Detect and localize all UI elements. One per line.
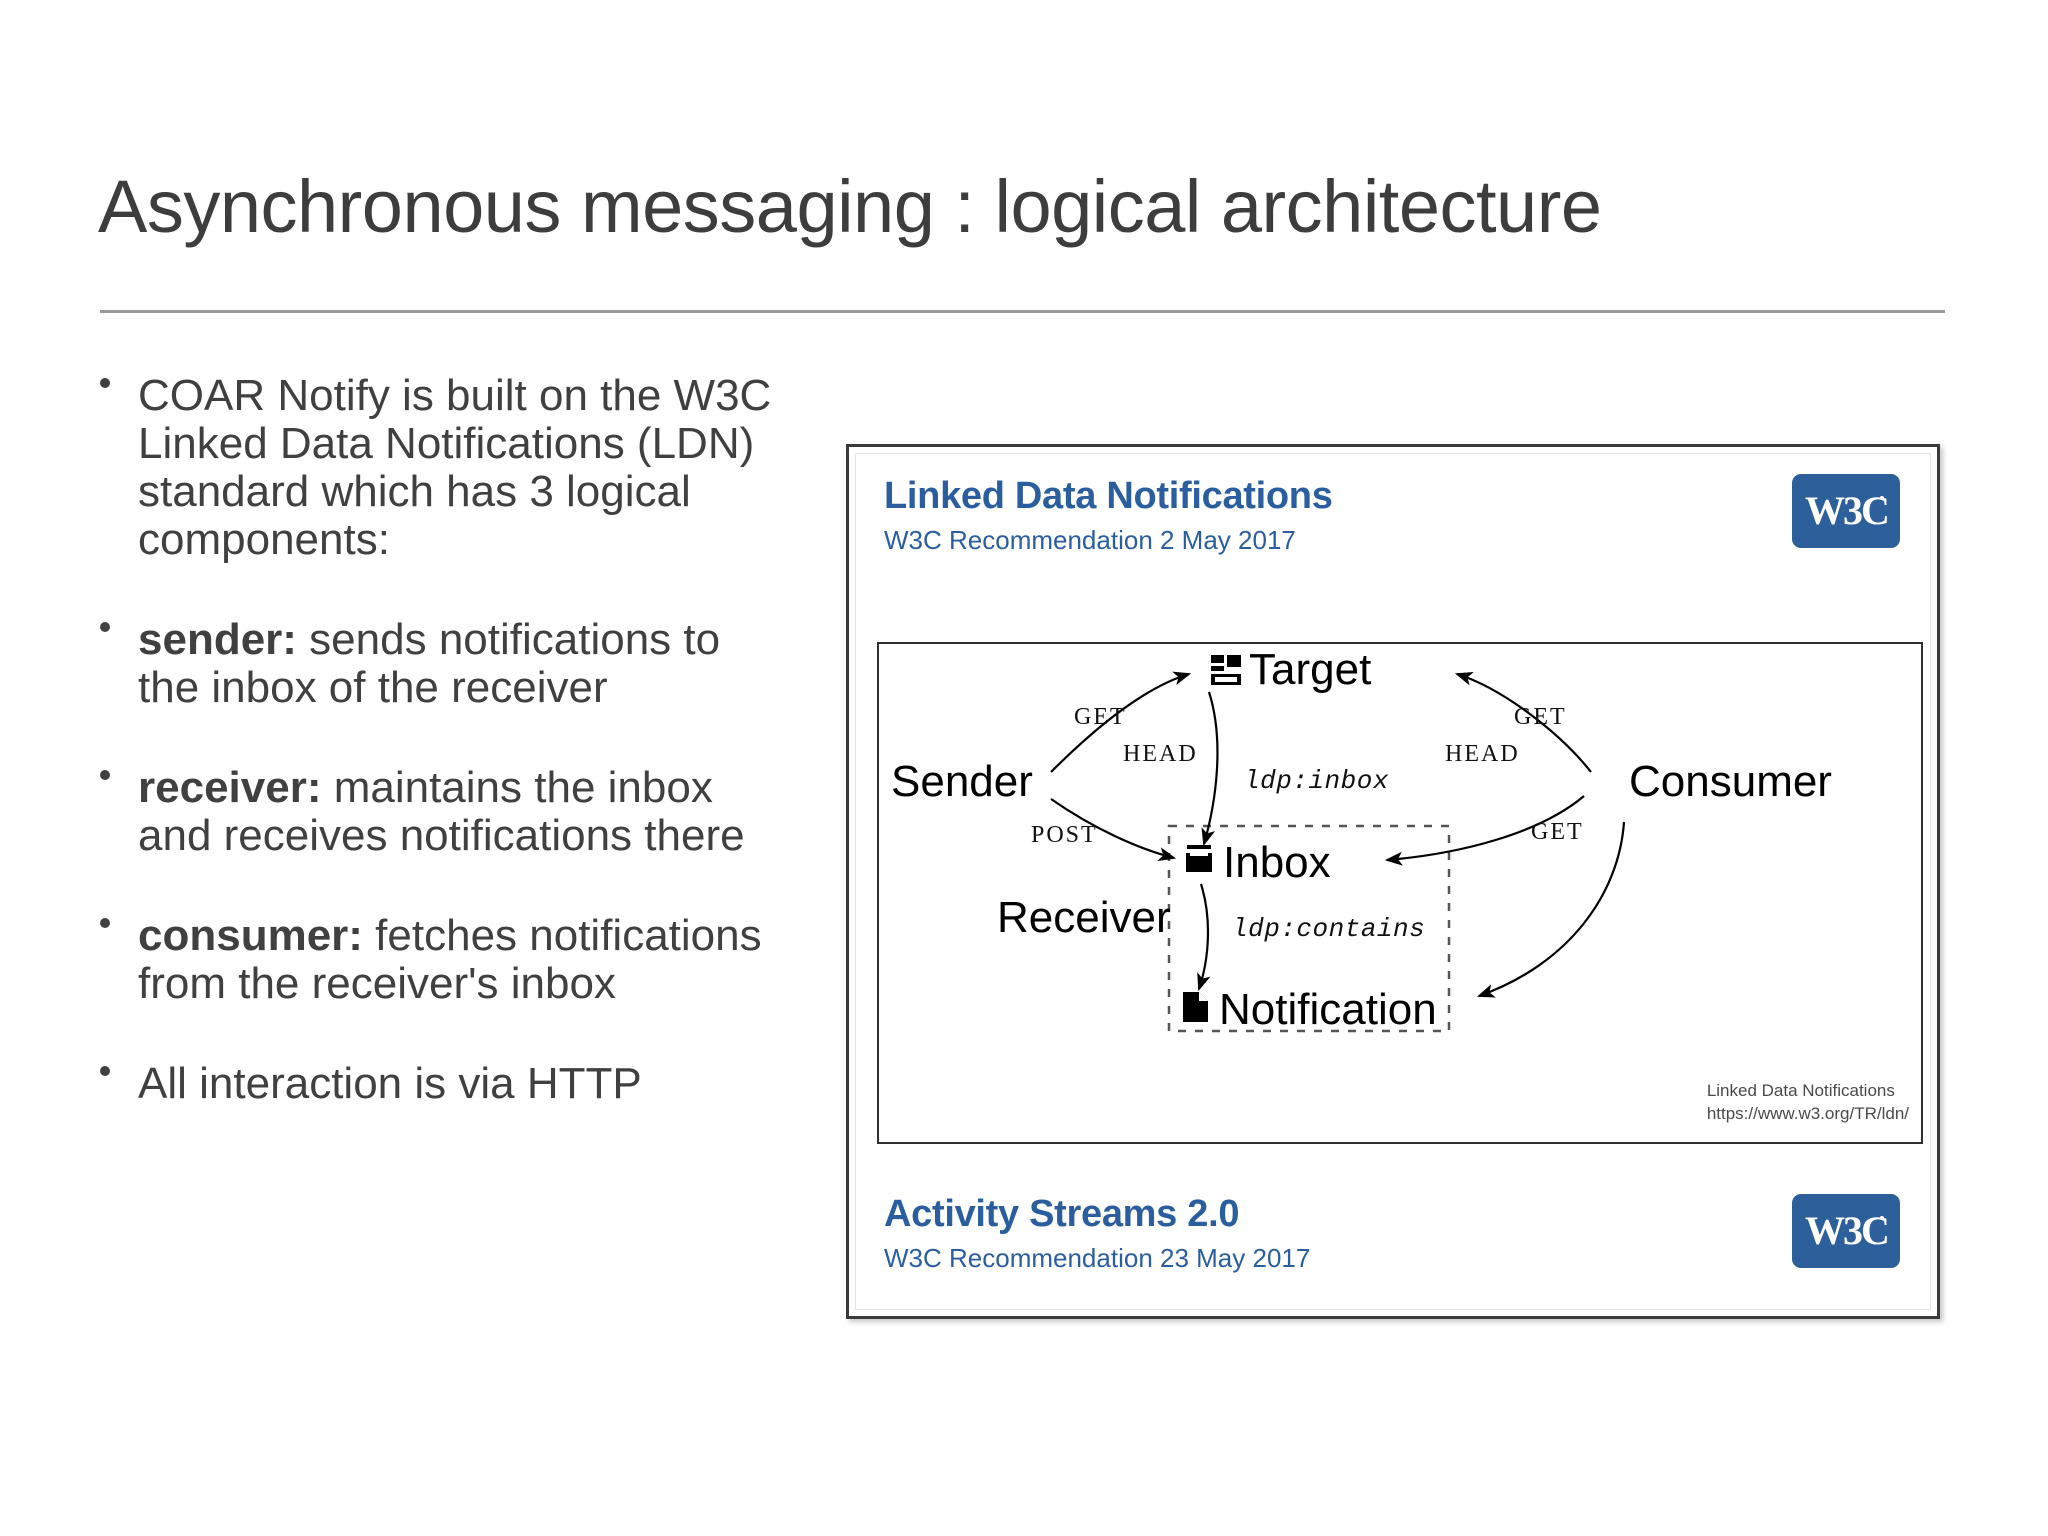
bullet-list: COAR Notify is built on the W3C Linked D… (90, 372, 790, 1107)
bullet-dot-icon (100, 769, 110, 780)
spec-subtitle: W3C Recommendation 2 May 2017 (884, 524, 1296, 555)
edge-inbox-notification (1197, 883, 1211, 992)
ldn-architecture-diagram: Target Sender Consumer Inbox Receiver (877, 642, 1923, 1144)
list-item-term: consumer: (138, 910, 363, 960)
edge-consumer-target (1454, 671, 1592, 773)
w3c-logo-icon: W3C (1792, 474, 1900, 548)
list-item: sender: sends notifications to the inbox… (90, 614, 790, 712)
attribution-url: https://www.w3.org/TR/ldn/ (1706, 1104, 1909, 1124)
node-inbox-label: Inbox (1223, 838, 1331, 887)
list-item: COAR Notify is built on the W3C Linked D… (90, 372, 790, 564)
edge-label-consumer-head: HEAD (1445, 741, 1520, 767)
edge-consumer-inbox (1384, 795, 1585, 866)
node-notification-label: Notification (1219, 985, 1437, 1034)
list-item-text: sender: sends notifications to the inbox… (138, 614, 721, 712)
attribution-title: Linked Data Notifications (1706, 1081, 1895, 1101)
list-item-text: All interaction is via HTTP (138, 1058, 642, 1108)
target-document-icon (1210, 654, 1242, 686)
bullet-dot-icon (100, 1065, 110, 1076)
receiver-boundary (1167, 824, 1451, 1033)
list-item-term: receiver: (138, 762, 322, 812)
edge-label-ldp-inbox: ldp:inbox (1244, 766, 1389, 796)
w3c-logo-icon: W3C (1792, 1194, 1900, 1268)
edge-sender-target (1050, 671, 1192, 773)
spec-subtitle: W3C Recommendation 23 May 2017 (884, 1242, 1311, 1273)
edge-label-sender-head: HEAD (1123, 741, 1198, 767)
spec-title: Linked Data Notifications (884, 475, 1333, 517)
edge-label-consumer-get-2: GET (1531, 819, 1584, 845)
list-item-term: sender: (138, 614, 297, 664)
notification-document-icon (1182, 991, 1210, 1023)
edge-label-sender-get: GET (1074, 704, 1127, 730)
list-item-text: COAR Notify is built on the W3C Linked D… (138, 371, 772, 564)
svg-text:W3C: W3C (1805, 1209, 1888, 1253)
diagram-attribution: Linked Data Notifications https://www.w3… (1707, 1080, 1909, 1126)
diagram-arrows (1050, 671, 1626, 1033)
page-title: Asynchronous messaging : logical archite… (98, 165, 1602, 248)
node-sender-label: Sender (891, 757, 1033, 806)
ldn-spec-panel: Linked Data Notifications W3C Recommenda… (846, 444, 1940, 1319)
list-item: consumer: fetches notifications from the… (90, 910, 790, 1008)
list-item-text: consumer: fetches notifications from the… (138, 910, 762, 1008)
inbox-tray-icon (1184, 844, 1214, 874)
node-target-label: Target (1249, 645, 1372, 694)
edge-label-consumer-get: GET (1514, 704, 1567, 730)
edge-consumer-notification (1476, 821, 1626, 998)
edge-label-ldp-contains: ldp:contains (1232, 914, 1426, 944)
edge-target-inbox (1201, 691, 1219, 847)
spec-title: Activity Streams 2.0 (884, 1193, 1240, 1235)
spec-header-ldn: Linked Data Notifications W3C Recommenda… (884, 475, 1333, 556)
ldn-spec-panel-inner: Linked Data Notifications W3C Recommenda… (855, 453, 1931, 1310)
bullet-dot-icon (100, 378, 110, 388)
list-item: All interaction is via HTTP (90, 1058, 790, 1108)
title-divider (100, 310, 1945, 313)
list-item: receiver: maintains the inbox and receiv… (90, 762, 790, 860)
list-item-text: receiver: maintains the inbox and receiv… (138, 762, 745, 860)
node-receiver-label: Receiver (997, 893, 1171, 942)
bullet-dot-icon (100, 917, 110, 928)
edge-sender-inbox (1050, 798, 1177, 861)
edge-label-sender-post: POST (1031, 822, 1098, 848)
spec-header-as2: Activity Streams 2.0 W3C Recommendation … (884, 1193, 1311, 1274)
bullet-dot-icon (100, 621, 110, 632)
node-consumer-label: Consumer (1629, 757, 1832, 806)
svg-text:W3C: W3C (1805, 489, 1888, 533)
